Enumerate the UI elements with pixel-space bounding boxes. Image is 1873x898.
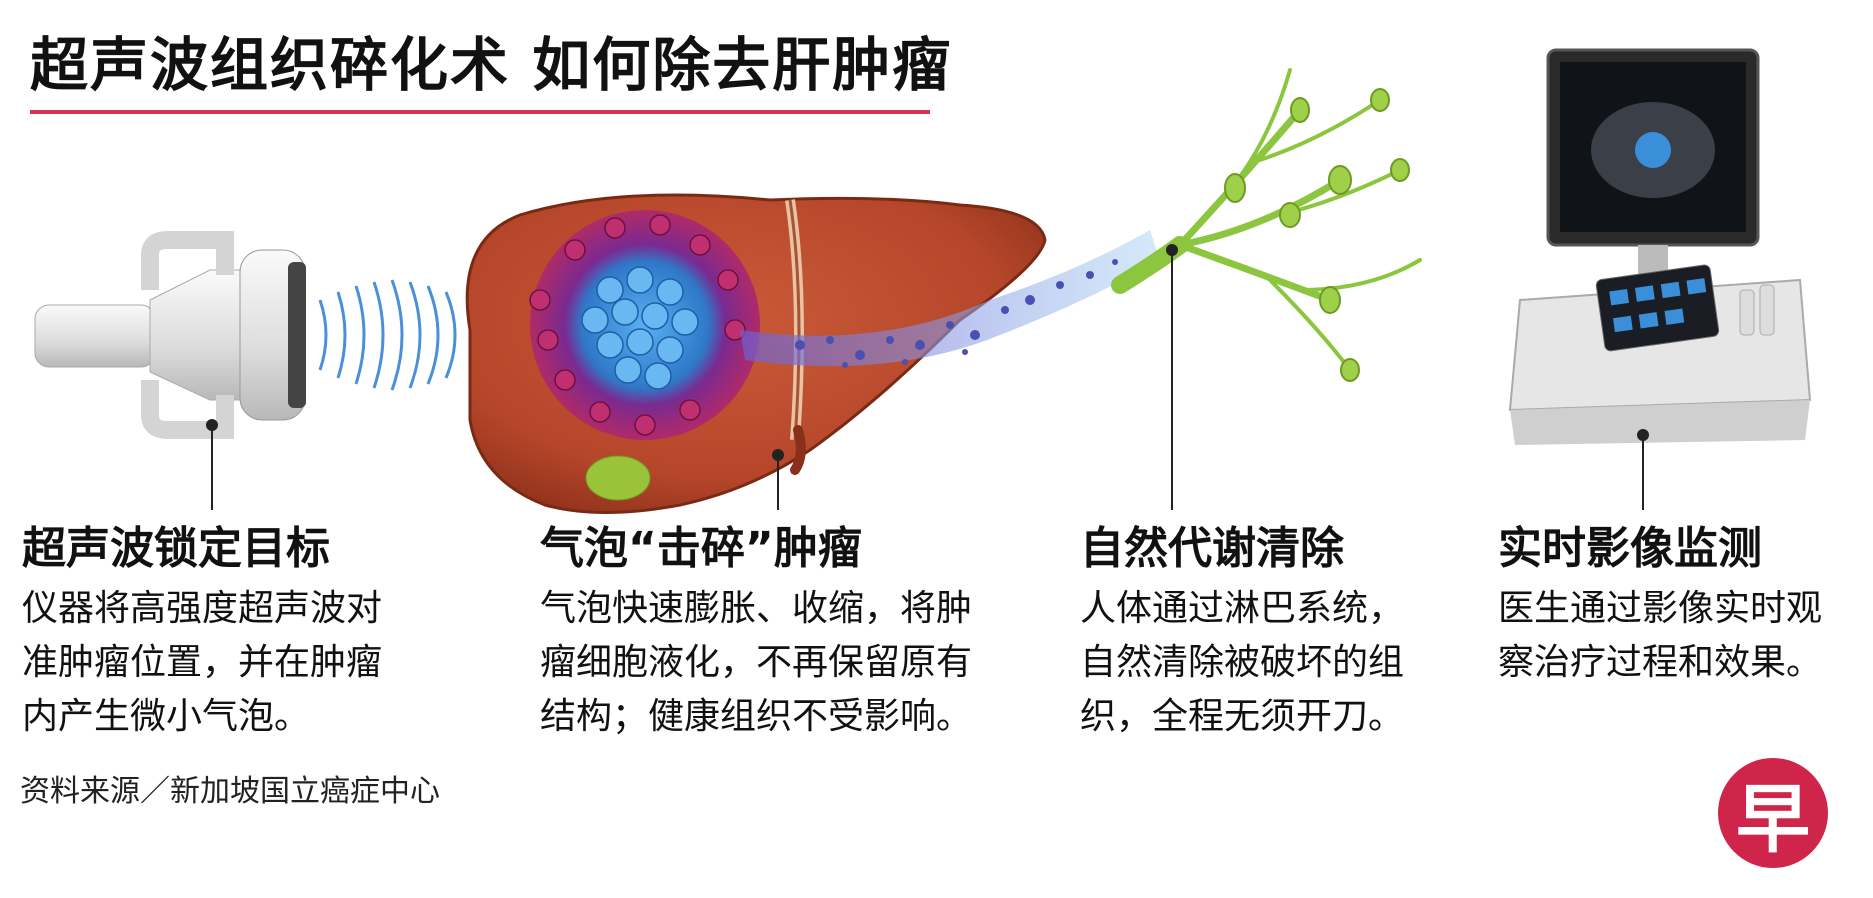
step-line: 仪器将高强度超声波对 (22, 588, 383, 629)
lymph-nodes (1224, 88, 1410, 382)
step-shatter: 气泡“击碎”肿瘤 气泡快速膨胀、收缩，将肿 瘤细胞液化，不再保留原有 结构；健康… (540, 512, 1020, 744)
step-body: 仪器将高强度超声波对 准肿瘤位置，并在肿瘤 内产生微小气泡。 (22, 582, 482, 744)
ultrasound-waves (318, 279, 457, 391)
ultrasound-probe-icon (34, 231, 306, 439)
source-credit: 资料来源／新加坡国立癌症中心 (20, 774, 440, 809)
step-line: 织，全程无须开刀。 (1080, 696, 1405, 737)
step-clearance: 自然代谢清除 人体通过淋巴系统， 自然清除被破坏的组 织，全程无须开刀。 (1080, 512, 1480, 744)
step-line: 察治疗过程和效果。 (1498, 642, 1823, 683)
step-line: 内产生微小气泡。 (22, 696, 311, 737)
step-line: 医生通过影像实时观 (1498, 588, 1823, 629)
step-line: 自然清除被破坏的组 (1080, 642, 1405, 683)
step-heading: 气泡“击碎”肿瘤 (540, 523, 862, 574)
step-line: 准肿瘤位置，并在肿瘤 (22, 642, 383, 683)
page-title: 超声波组织碎化术 如何除去肝肿瘤 (30, 31, 953, 99)
step-line: 人体通过淋巴系统， (1080, 588, 1405, 629)
step-body: 气泡快速膨胀、收缩，将肿 瘤细胞液化，不再保留原有 结构；健康组织不受影响。 (540, 582, 1020, 744)
step-line: 瘤细胞液化，不再保留原有 (540, 642, 973, 683)
step-heading: 实时影像监测 (1498, 523, 1762, 574)
leader-lines (206, 244, 1649, 510)
lymphatic-vessels-illustration (1111, 68, 1422, 372)
ultrasound-machine-icon (1508, 48, 1812, 445)
step-target: 超声波锁定目标 仪器将高强度超声波对 准肿瘤位置，并在肿瘤 内产生微小气泡。 (22, 512, 482, 744)
step-heading: 自然代谢清除 (1080, 523, 1344, 574)
particle-stream (740, 230, 1160, 368)
step-body: 医生通过影像实时观 察治疗过程和效果。 (1498, 582, 1868, 690)
title-underline (30, 110, 930, 114)
step-monitoring: 实时影像监测 医生通过影像实时观 察治疗过程和效果。 (1498, 512, 1868, 690)
step-body: 人体通过淋巴系统， 自然清除被破坏的组 织，全程无须开刀。 (1080, 582, 1480, 744)
step-line: 气泡快速膨胀、收缩，将肿 (540, 588, 973, 629)
tumor-illustration (529, 210, 760, 440)
step-heading: 超声波锁定目标 (22, 523, 330, 574)
publisher-logo: 早 (1718, 758, 1828, 868)
step-line: 结构；健康组织不受影响。 (540, 696, 973, 737)
